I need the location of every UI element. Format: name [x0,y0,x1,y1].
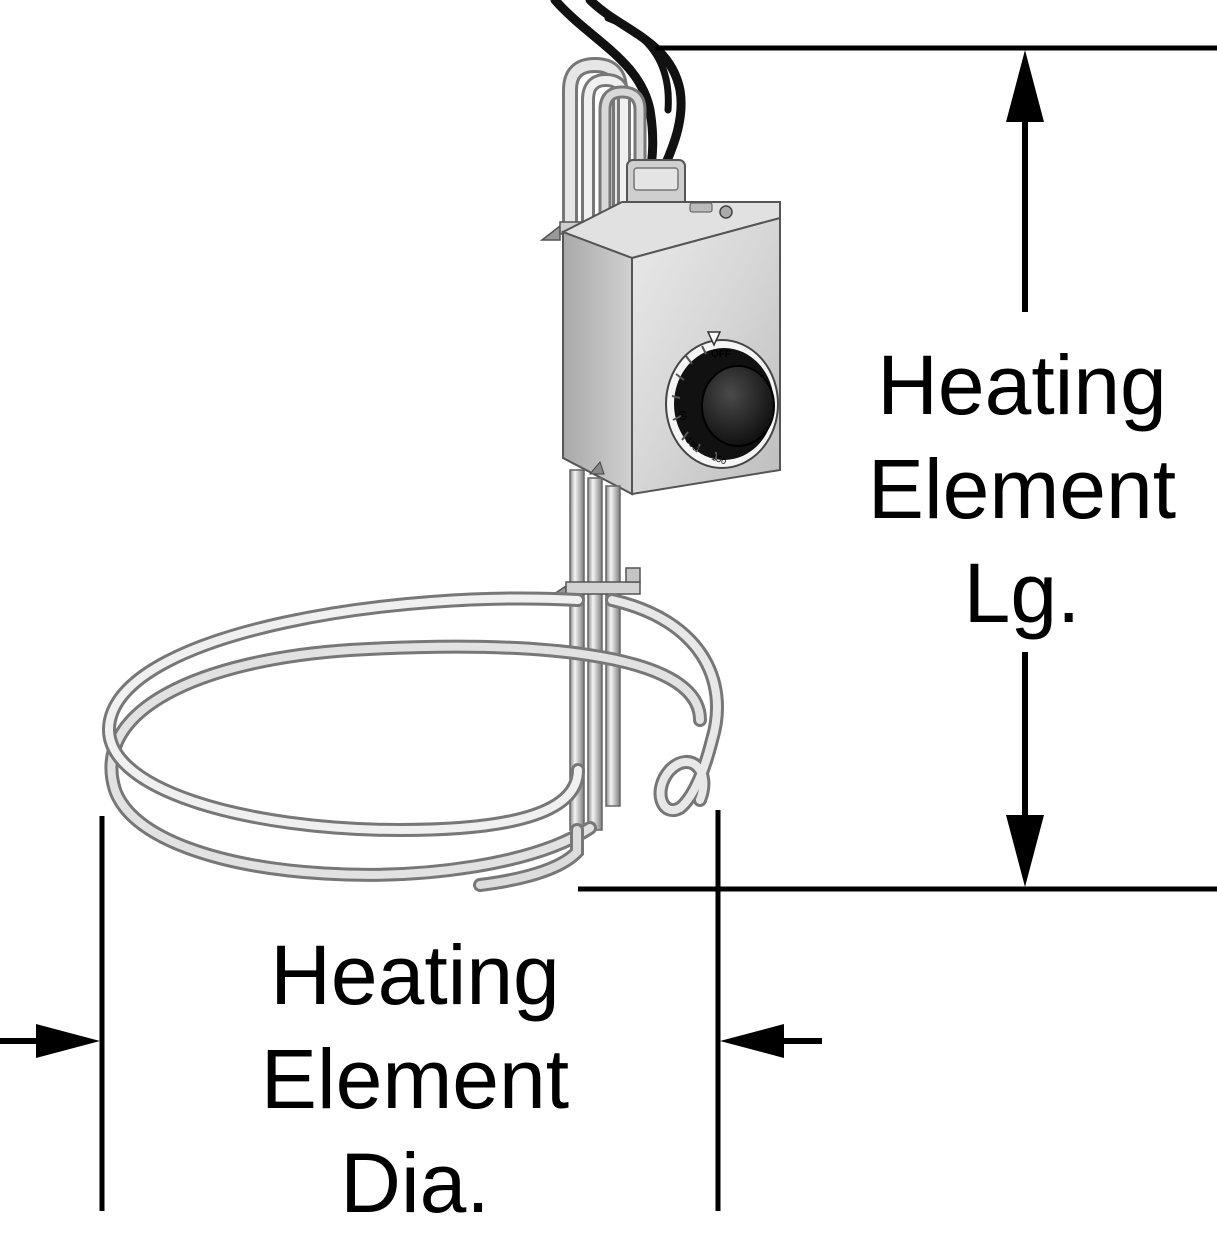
diameter-label-line-3: Dia. [340,1136,490,1230]
power-cables [550,0,686,180]
heating-element-diameter-label: Heating Element Dia. [195,923,635,1235]
dimension-diameter [0,810,822,1211]
diameter-label-line-2: Element [260,1032,570,1126]
dial-scale-150: 150 [710,452,728,467]
length-arrowhead-up [1006,50,1044,122]
dial-off-label: OFF [711,349,731,360]
length-arrowhead-down [1006,815,1044,887]
immersion-heater-illustration: OFF 60 100 150 [102,0,781,892]
diameter-right-arrowhead [720,1024,784,1058]
diameter-left-arrowhead [36,1024,100,1058]
temperature-dial: OFF 60 100 150 [665,331,779,469]
dial-knob [671,345,775,460]
length-label-line-2: Element [867,442,1177,536]
diameter-label-line-1: Heating [270,928,560,1022]
dial-scale-60: 60 [677,410,689,422]
box-bottom-tab [588,460,605,475]
length-label-line-3: Lg. [963,546,1081,640]
element-tubes-upper [562,56,647,248]
dimension-length [578,45,1217,892]
length-label-line-1: Heating [877,338,1167,432]
heating-element-length-label: Heating Element Lg. [812,333,1217,645]
heating-coil-rings [102,591,724,892]
